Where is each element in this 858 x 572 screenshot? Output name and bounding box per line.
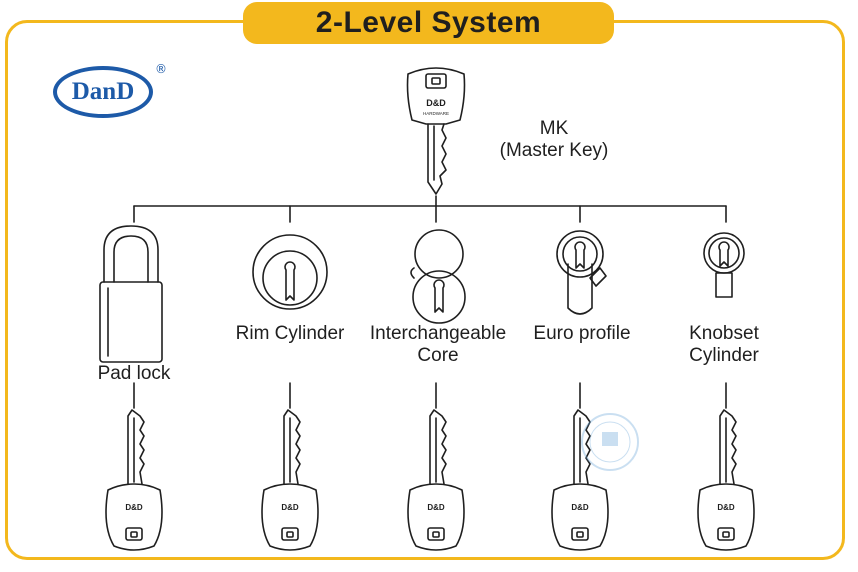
lock-label-euro-profile: Euro profile xyxy=(533,323,631,344)
page-title: 2-Level System xyxy=(315,6,542,39)
master-key-brand: D&D xyxy=(426,98,446,108)
padlock-icon xyxy=(99,225,163,363)
change-key-knobset xyxy=(697,409,755,551)
key-head-text: D&D xyxy=(125,503,143,512)
master-key-label: MK (Master Key) xyxy=(499,118,609,161)
watermark-icon xyxy=(581,413,639,471)
change-key-ic-core xyxy=(407,409,465,551)
lock-label-interchangeable-core: Interchangeable Core xyxy=(369,323,507,366)
knobset-cylinder-icon xyxy=(703,232,745,298)
dand-logo: DanD ® xyxy=(53,62,167,122)
title-banner: 2-Level System xyxy=(243,2,614,44)
interchangeable-core-icon xyxy=(410,229,466,324)
rim-cylinder-icon xyxy=(252,234,328,310)
key-connectors xyxy=(133,382,727,409)
hierarchy-connectors xyxy=(133,195,727,223)
key-head-text: D&D xyxy=(571,503,589,512)
master-key-sub: HARDWARE xyxy=(423,111,449,116)
registered-mark: ® xyxy=(155,62,167,76)
key-head-text: D&D xyxy=(717,503,735,512)
lock-label-padlock: Pad lock xyxy=(97,363,171,384)
key-head-text: D&D xyxy=(281,503,299,512)
master-key-icon: D&D HARDWARE xyxy=(406,67,466,195)
euro-profile-icon xyxy=(556,230,607,315)
logo-text: DanD xyxy=(71,78,135,105)
change-key-padlock xyxy=(105,409,163,551)
change-key-rim xyxy=(261,409,319,551)
key-head-text: D&D xyxy=(427,503,445,512)
lock-label-rim-cylinder: Rim Cylinder xyxy=(235,323,345,344)
lock-label-knobset-cylinder: Knobset Cylinder xyxy=(689,323,759,366)
logo-oval: DanD xyxy=(53,66,153,118)
